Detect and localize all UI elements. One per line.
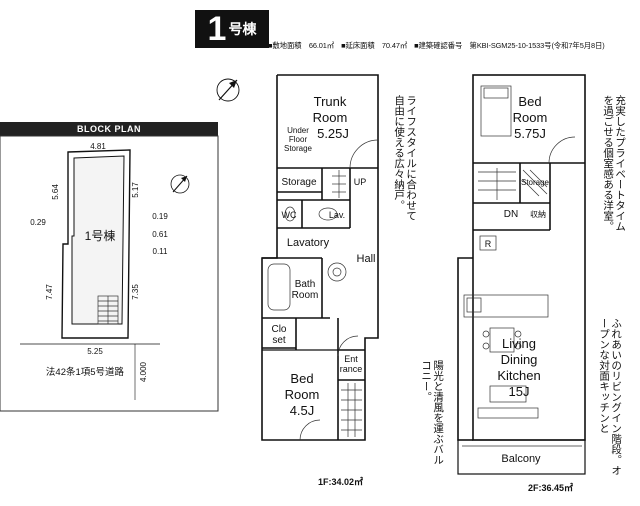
ldk-label: Kitchen xyxy=(497,368,540,383)
floor2-labels: Bed Room 5.75J Storage DN 収納 R Living Di… xyxy=(485,94,550,465)
site-area: ■敷地面積 66.01㎡ xyxy=(268,41,335,50)
closet-label: Clo xyxy=(271,324,286,335)
bed-room-1f-label: Room xyxy=(285,387,320,402)
road-label: 法42条1項5号道路 xyxy=(46,366,125,378)
bath-room-label: Bath xyxy=(295,279,316,290)
dn-label: DN xyxy=(504,209,518,220)
floor1-fixtures xyxy=(267,139,379,441)
floor1-plan xyxy=(261,74,379,441)
dim-top: 4.81 xyxy=(90,142,106,151)
trunk-room-label: Trunk xyxy=(314,94,347,109)
ldk-size: 15J xyxy=(509,384,530,399)
storage-label: Storage xyxy=(281,177,316,188)
dim-right-lower: 7.35 xyxy=(131,284,140,300)
trunk-room-label: Room xyxy=(313,110,348,125)
lot-outline xyxy=(61,149,131,339)
bath-room-label: Room xyxy=(292,290,319,301)
bed-room-1f-size: 4.5J xyxy=(290,403,315,418)
block-plan: 1号棟 4.81 5.64 5.17 0.19 0.61 0.11 0.29 7… xyxy=(0,135,219,412)
floor2-fixtures xyxy=(462,85,582,447)
dim-l1: 0.29 xyxy=(30,218,46,227)
floor2-plan xyxy=(457,74,586,475)
bed-room-1f-label: Bed xyxy=(290,371,313,386)
bed-room-2f-size: 5.75J xyxy=(514,126,546,141)
block-lot-label: 1号棟 xyxy=(85,228,116,243)
ldk-label: Dining xyxy=(501,352,538,367)
floor2-area-label: 2F:36.45㎡ xyxy=(528,483,574,493)
dim-right-upper: 5.17 xyxy=(131,182,140,198)
dim-road-depth: 4.000 xyxy=(139,361,148,382)
floor1-labels: Trunk Room 5.25J Under Floor Storage Sto… xyxy=(271,94,375,418)
entrance-label: rance xyxy=(340,364,363,374)
lav-label: Lav. xyxy=(329,210,345,220)
storage-2f-label: Storage xyxy=(521,178,550,187)
confirmation-number: ■建築確認番号 第KBI-SGM25-10-1533号(令和7年5月8日) xyxy=(414,41,605,50)
up-label: UP xyxy=(354,177,367,187)
ldk-note: ふれあいのリビングイン階段。オープンな対面キッチンと xyxy=(598,318,623,476)
underfloor-label: Floor xyxy=(289,135,308,144)
block-plan-title: BLOCK PLAN xyxy=(0,122,218,136)
building-number-badge: 1 号棟 xyxy=(195,10,269,48)
bed-room-2f-label: Room xyxy=(513,110,548,125)
lavatory-label: Lavatory xyxy=(287,237,330,249)
dim-bottom: 5.25 xyxy=(87,347,103,356)
parking-hatch xyxy=(97,295,119,325)
dim-left-upper: 5.64 xyxy=(51,184,60,200)
trunk-room-size: 5.25J xyxy=(317,126,349,141)
dim-r3: 0.11 xyxy=(153,247,169,256)
hall-label: Hall xyxy=(357,253,376,265)
floor-area: ■延床面積 70.47㎡ xyxy=(341,41,408,50)
floor1-area-label: 1F:34.02㎡ xyxy=(318,477,364,487)
entrance-label: Ent xyxy=(344,354,358,364)
spec-line: ■敷地面積 66.01㎡ ■延床面積 70.47㎡ ■建築確認番号 第KBI-S… xyxy=(268,40,640,51)
dim-r2: 0.61 xyxy=(152,230,168,239)
underfloor-label: Storage xyxy=(284,144,313,153)
wc-label: WC xyxy=(282,210,297,220)
closet-2f-label: 収納 xyxy=(530,209,546,219)
dim-left-lower: 7.47 xyxy=(45,284,54,300)
balcony-note: 陽光と清風を運ぶバルコニー。 xyxy=(420,360,445,465)
building-suffix: 号棟 xyxy=(228,21,257,37)
refrigerator-label: R xyxy=(485,239,492,249)
ldk-label: Living xyxy=(502,336,536,351)
dim-r1: 0.19 xyxy=(152,212,168,221)
bed-room-2f-label: Bed xyxy=(518,94,541,109)
bedroom-note: 充実したプライベートタイムを過ごせる個室感ある洋室。 xyxy=(602,95,627,232)
closet-label: set xyxy=(272,335,286,346)
building-footprint xyxy=(71,155,125,325)
compass-icon xyxy=(216,78,240,102)
underfloor-label: Under xyxy=(287,126,309,135)
compass-icon xyxy=(170,174,190,194)
building-number: 1 xyxy=(207,10,227,48)
trunk-note: ライフスタイルに合わせて自由に使える広々納戸。 xyxy=(393,95,418,221)
balcony-label: Balcony xyxy=(501,453,541,465)
